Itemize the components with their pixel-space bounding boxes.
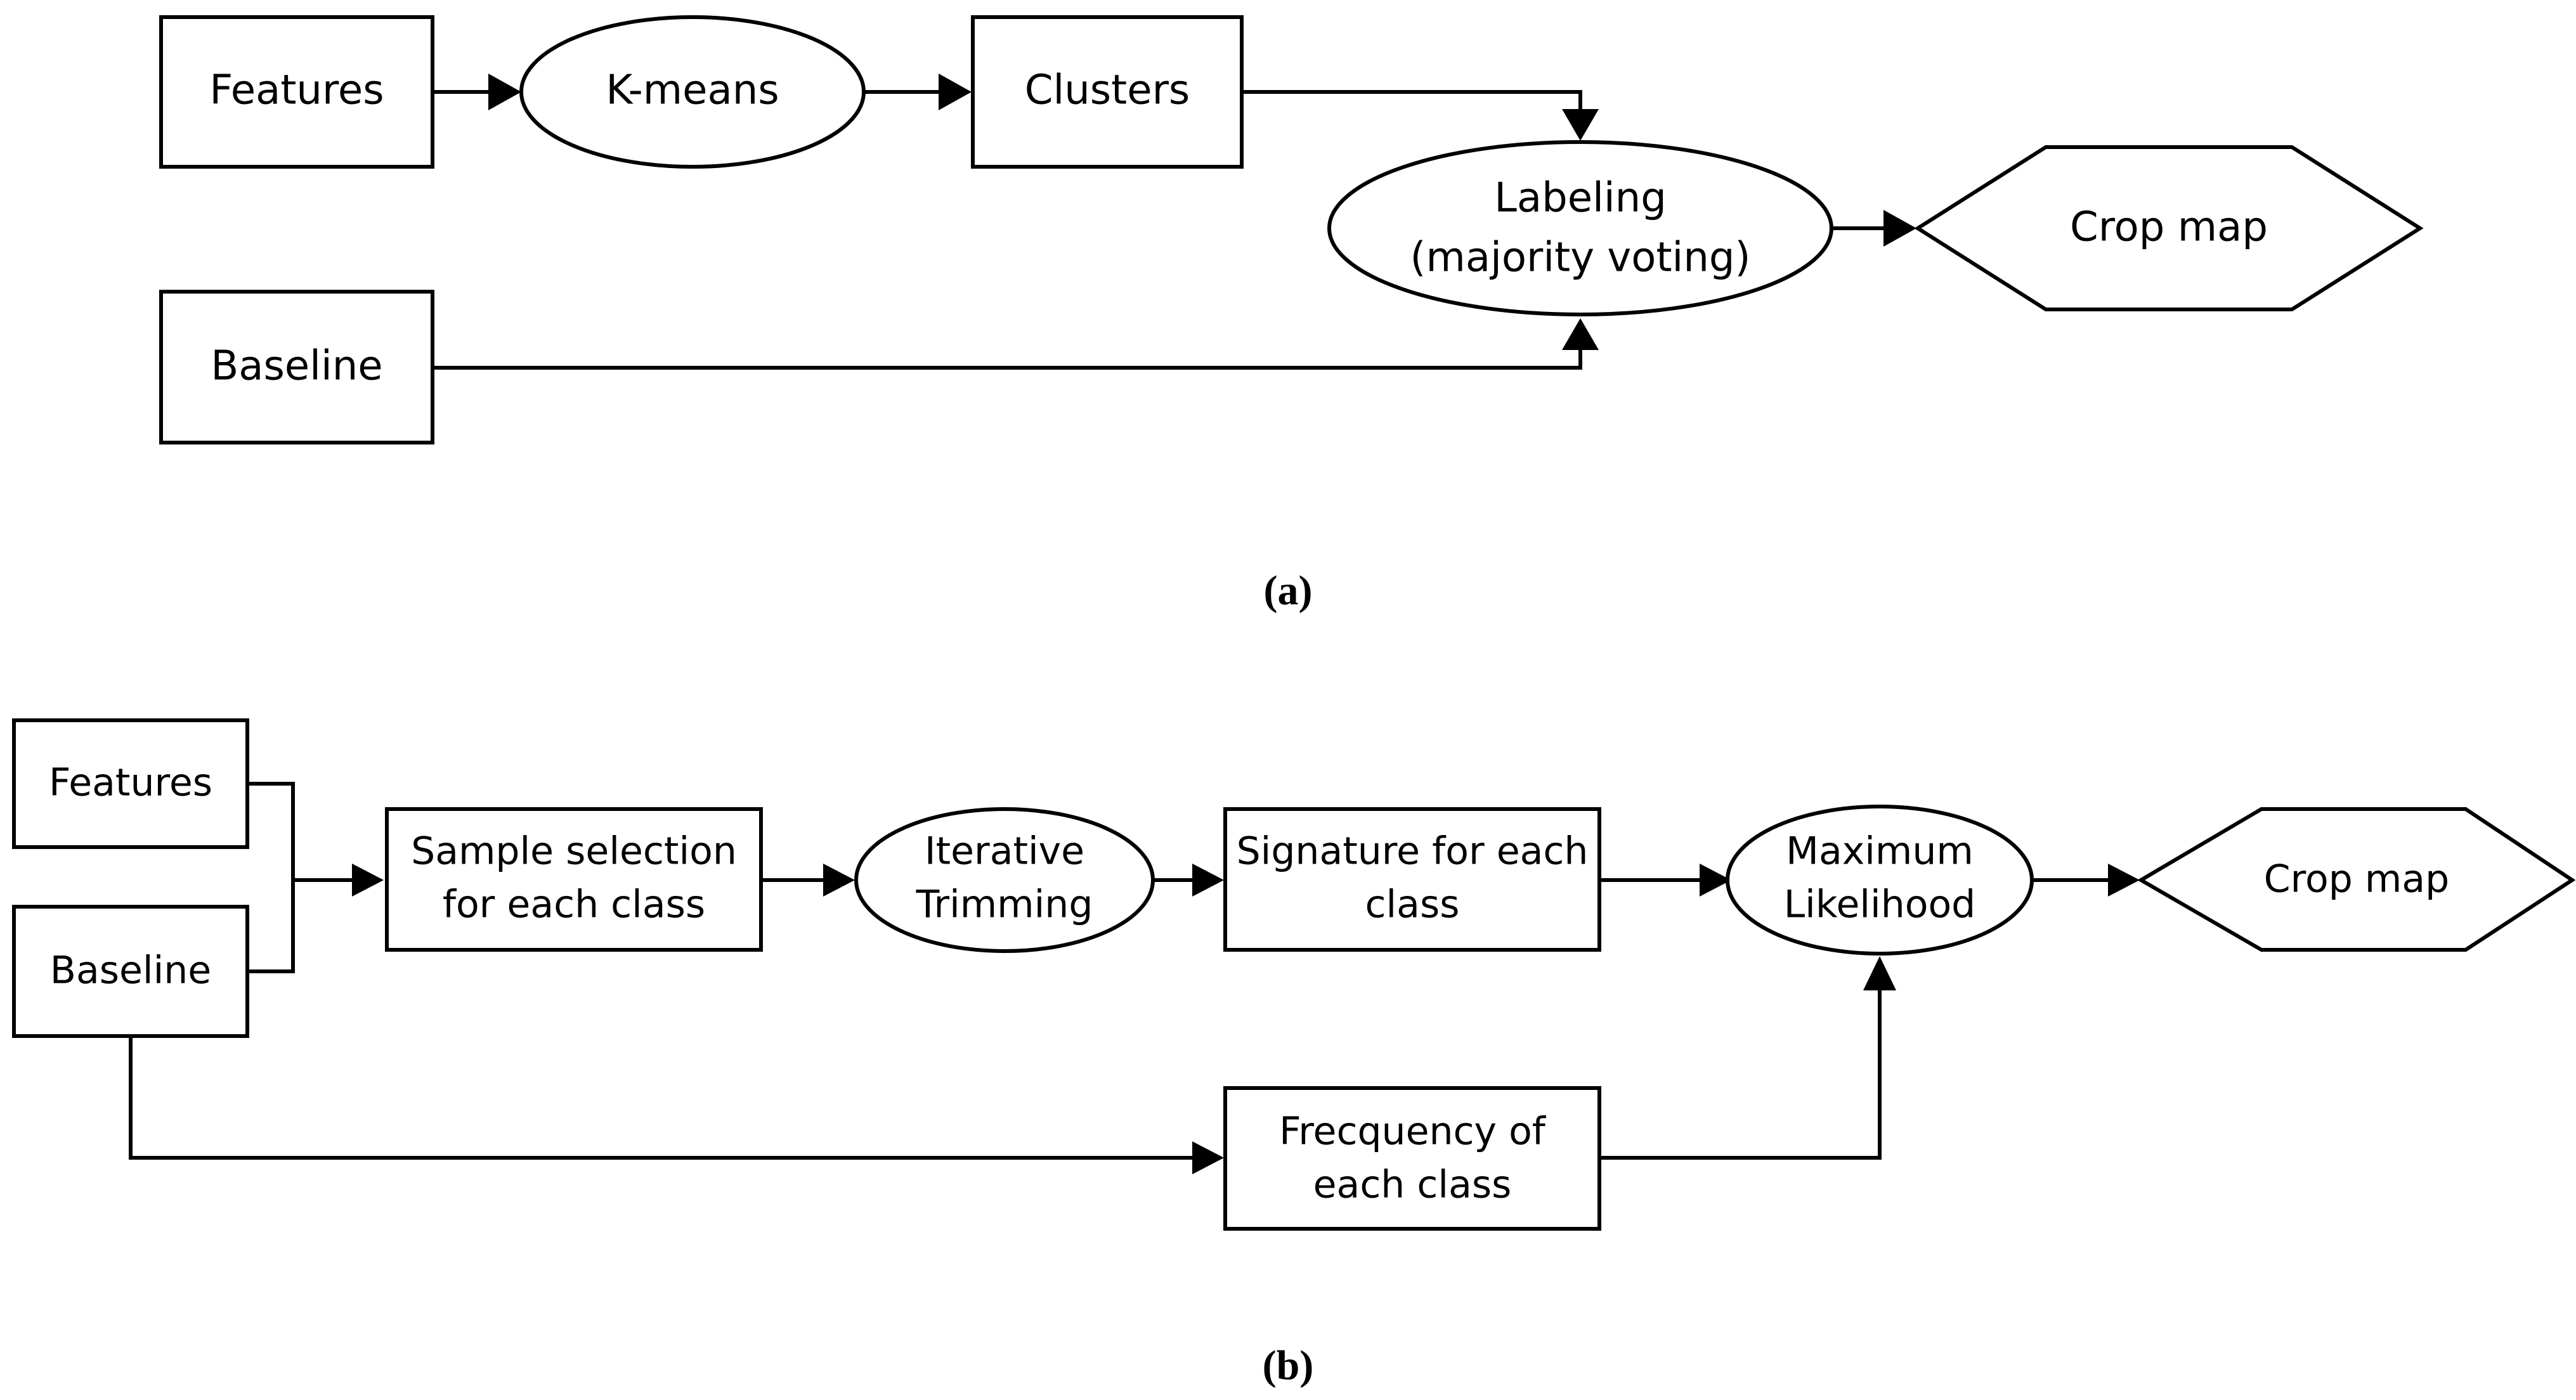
- baseline-box-b: [12, 905, 249, 1038]
- edge-frequency-to-ml: [1599, 990, 1882, 1160]
- sample-selection-box: [385, 807, 763, 952]
- arrowhead-ml-bottom: [1863, 956, 1896, 990]
- frequency-label-line1: Frecquency of: [1279, 1110, 1547, 1154]
- arrowhead-sample-selection: [352, 864, 384, 897]
- arrowhead-signature: [1192, 864, 1224, 897]
- features-label-b: Features: [49, 761, 212, 805]
- iterative-trimming-ellipse: [854, 807, 1155, 953]
- caption-a: (a): [1264, 567, 1313, 614]
- labeling-ellipse: [1327, 140, 1833, 316]
- kmeans-ellipse: [519, 15, 866, 169]
- arrowhead-kmeans: [488, 74, 521, 110]
- iterative-trimming-label-line1: Iterative: [925, 829, 1084, 874]
- signature-label-line2: class: [1365, 883, 1460, 927]
- clusters-label: Clusters: [1025, 67, 1190, 114]
- frequency-box: [1223, 1086, 1601, 1231]
- arrowhead-clusters: [939, 74, 972, 110]
- cropmap-label-b: Crop map: [2264, 857, 2449, 902]
- sample-selection-label-line1: Sample selection: [411, 829, 737, 874]
- frequency-label-line2: each class: [1313, 1163, 1512, 1207]
- signature-box: [1223, 807, 1601, 952]
- maximum-likelihood-label-line2: Likelihood: [1784, 883, 1976, 927]
- cropmap-label-a: Crop map: [2070, 204, 2268, 251]
- arrowhead-ml: [1700, 864, 1731, 897]
- edge-baseline-to-frequency: [129, 1036, 1192, 1160]
- panel-a: Features K-means Clusters Labeling (majo…: [159, 15, 2424, 614]
- iterative-trimming-label-line2: Trimming: [916, 883, 1093, 927]
- arrowhead-iterative: [823, 864, 855, 897]
- labeling-label-line1: Labeling: [1494, 175, 1667, 222]
- baseline-box-a: [159, 290, 434, 444]
- edge-baseline-to-labeling: [433, 350, 1582, 370]
- signature-label-line1: Signature for each: [1237, 829, 1589, 874]
- arrowhead-labeling-bottom: [1562, 318, 1599, 350]
- maximum-likelihood-ellipse: [1726, 805, 2034, 956]
- arrowhead-cropmap-b: [2108, 864, 2140, 897]
- cropmap-hexagon-a: [1914, 145, 2424, 311]
- cropmap-hexagon-b: [2137, 807, 2576, 952]
- edge-clusters-to-labeling: [1242, 90, 1582, 109]
- sample-selection-label-line2: for each class: [443, 883, 705, 927]
- features-box: [159, 15, 434, 169]
- labeling-label-line2: (majority voting): [1410, 235, 1751, 282]
- maximum-likelihood-label-line1: Maximum: [1786, 829, 1974, 874]
- baseline-label-a: Baseline: [211, 343, 382, 390]
- features-label: Features: [209, 67, 384, 114]
- clusters-box: [971, 15, 1244, 169]
- arrowhead-frequency: [1192, 1141, 1224, 1174]
- kmeans-label: K-means: [606, 67, 779, 114]
- arrowhead-cropmap-a: [1883, 210, 1916, 247]
- caption-b: (b): [1263, 1342, 1314, 1389]
- features-box-b: [12, 718, 249, 849]
- arrowhead-labeling-top: [1562, 109, 1599, 141]
- edge-features-to-merge: [247, 782, 295, 973]
- panel-b: Features Baseline Sample selection for e…: [12, 718, 2576, 1389]
- baseline-label-b: Baseline: [50, 949, 211, 993]
